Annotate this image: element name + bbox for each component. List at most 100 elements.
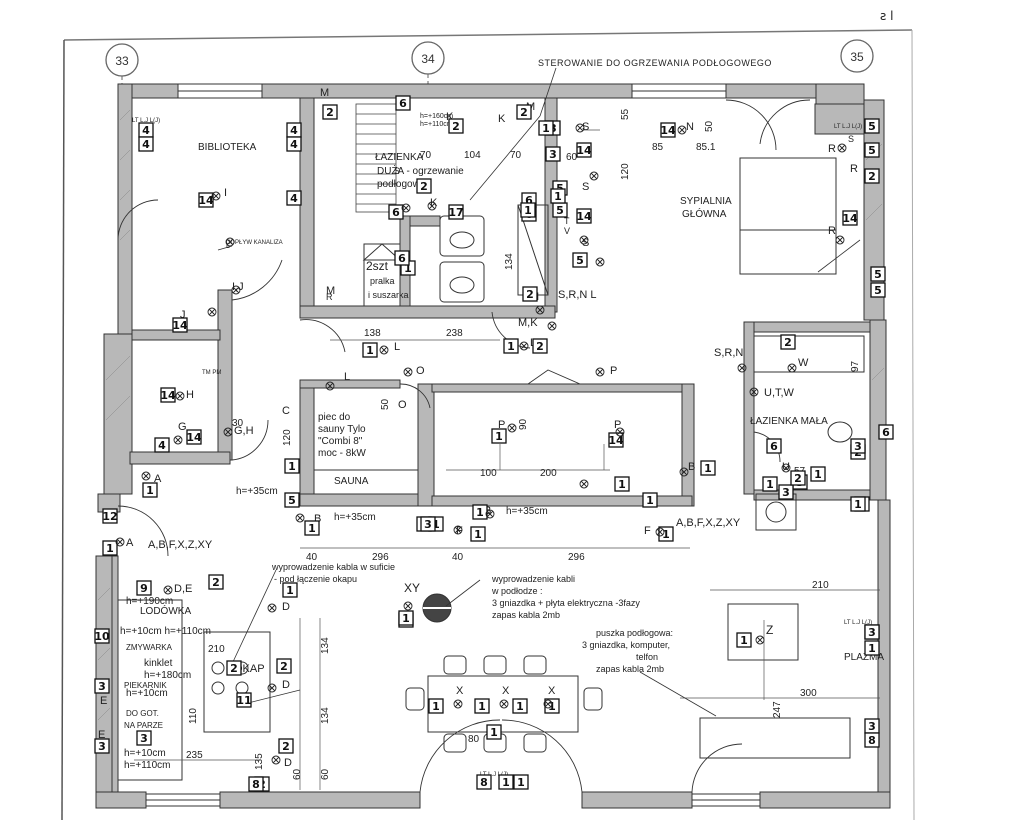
socket-box: 2: [516, 104, 532, 120]
door-arcs: [117, 99, 811, 793]
room-lazienka-duza-1: ŁAZIENKA: [375, 152, 424, 163]
sym-ABF1: A,B,F,X,Z,XY: [148, 539, 213, 551]
socket-box: 1: [474, 698, 490, 714]
sym-lj-4: LT L.J L(J): [834, 124, 862, 130]
socket-box-value: 14: [576, 144, 592, 157]
socket-box-value: 6: [399, 97, 407, 110]
dim-104: 104: [464, 150, 481, 161]
socket-symbol: [543, 699, 553, 709]
socket-symbols: [115, 123, 847, 765]
socket-box: 11: [236, 692, 252, 708]
sym-R3: R: [828, 225, 836, 237]
socket-symbol: [589, 171, 599, 181]
socket-box-value: 1: [542, 122, 550, 135]
socket-box-value: 2: [452, 120, 460, 133]
socket-box-value: 8: [252, 778, 260, 791]
note-h10b: h=+10cm: [126, 688, 168, 699]
note-odplyw: ODPŁYW KANALIZA: [226, 240, 283, 246]
dim-55: 55: [620, 108, 631, 120]
sym-B3: B: [688, 461, 695, 473]
socket-box: 8: [248, 776, 264, 792]
socket-cross: [208, 308, 216, 316]
socket-cross: [404, 602, 412, 610]
socket-symbol: [141, 471, 151, 481]
socket-box: 1: [491, 428, 507, 444]
dim-134c: 134: [320, 707, 331, 724]
socket-box-value: 1: [308, 522, 316, 535]
dim-85-1: 85.1: [696, 142, 716, 153]
socket-box: 2: [226, 660, 242, 676]
socket-box: 1: [102, 540, 118, 556]
socket-box-value: 5: [288, 494, 296, 507]
sym-P2: P: [498, 419, 505, 431]
socket-box-value: 1: [854, 498, 862, 511]
socket-box-value: 1: [402, 612, 410, 625]
socket-box: 5: [572, 252, 588, 268]
socket-box-value: 1: [704, 462, 712, 475]
socket-cross: [656, 528, 664, 536]
socket-box: 3: [94, 738, 110, 754]
sym-DE: D,E: [174, 583, 192, 595]
sym-lj-3: LT L.J L(J): [480, 772, 508, 778]
sym-S2: S: [582, 181, 589, 193]
sym-V1: V: [564, 226, 570, 236]
socket-symbol: [211, 191, 221, 201]
note-kabel-sufit-2: - pod łączenie okapu: [274, 574, 357, 584]
socket-box: 1: [513, 774, 529, 790]
socket-symbol: [519, 341, 529, 351]
socket-box: 6: [766, 438, 782, 454]
sym-IJ: I,J: [232, 281, 244, 293]
socket-symbol: [379, 345, 389, 355]
socket-box-value: 8: [480, 776, 488, 789]
dim-30: 30: [232, 418, 244, 429]
sym-L1: L: [226, 243, 230, 250]
sym-X3: X: [548, 685, 556, 697]
sym-E2: E: [100, 695, 107, 707]
socket-cross: [580, 480, 588, 488]
socket-cross: [174, 436, 182, 444]
socket-box: 4: [154, 437, 170, 453]
socket-box-value: 1: [868, 642, 876, 655]
socket-cross: [232, 286, 240, 294]
note-sterowanie: STEROWANIE DO OGRZEWANIA PODŁOGOWEGO: [538, 58, 772, 68]
socket-box: 14: [160, 387, 176, 403]
socket-box-value: 2: [280, 660, 288, 673]
dim-200: 200: [540, 468, 557, 479]
socket-box-value: 1: [106, 542, 114, 555]
note-h35a: h=+35cm: [236, 486, 278, 497]
socket-box-value: 1: [662, 528, 670, 541]
socket-cross: [788, 364, 796, 372]
socket-box-value: 2: [282, 740, 290, 753]
socket-cross: [838, 144, 846, 152]
socket-box: 1: [810, 466, 826, 482]
dim-80: 80: [468, 734, 480, 745]
socket-symbol: [453, 525, 463, 535]
socket-box: 1: [538, 120, 554, 136]
socket-symbol: [223, 427, 233, 437]
socket-box-value: 1: [814, 468, 822, 481]
socket-box-value: 5: [868, 144, 876, 157]
sym-L2: L: [394, 341, 400, 353]
socket-box-value: 1: [495, 430, 503, 443]
socket-box-value: 2: [326, 106, 334, 119]
note-puszka-1: puszka podłogowa:: [596, 628, 673, 638]
axis-marker-35: 35: [840, 39, 874, 73]
sym-K1: K: [446, 111, 454, 123]
socket-box-value: 2: [536, 340, 544, 353]
socket-symbol: [267, 683, 277, 693]
sym-C1: C: [282, 405, 290, 417]
socket-box: 4: [286, 190, 302, 206]
socket-box-value: 2: [212, 576, 220, 589]
note-h35b: h=+35cm: [334, 512, 376, 523]
room-lazienka-duza-3: podłogowe: [377, 179, 426, 190]
socket-box: 3: [864, 718, 880, 734]
socket-symbol: [267, 603, 277, 613]
dim-100: 100: [480, 468, 497, 479]
socket-box: 1: [520, 202, 536, 218]
socket-symbol: [403, 367, 413, 377]
sym-O2: O: [398, 399, 407, 411]
dim-235: 235: [186, 750, 203, 761]
room-sypialnia-1: SYPIALNIA: [680, 196, 732, 207]
socket-cross: [142, 472, 150, 480]
